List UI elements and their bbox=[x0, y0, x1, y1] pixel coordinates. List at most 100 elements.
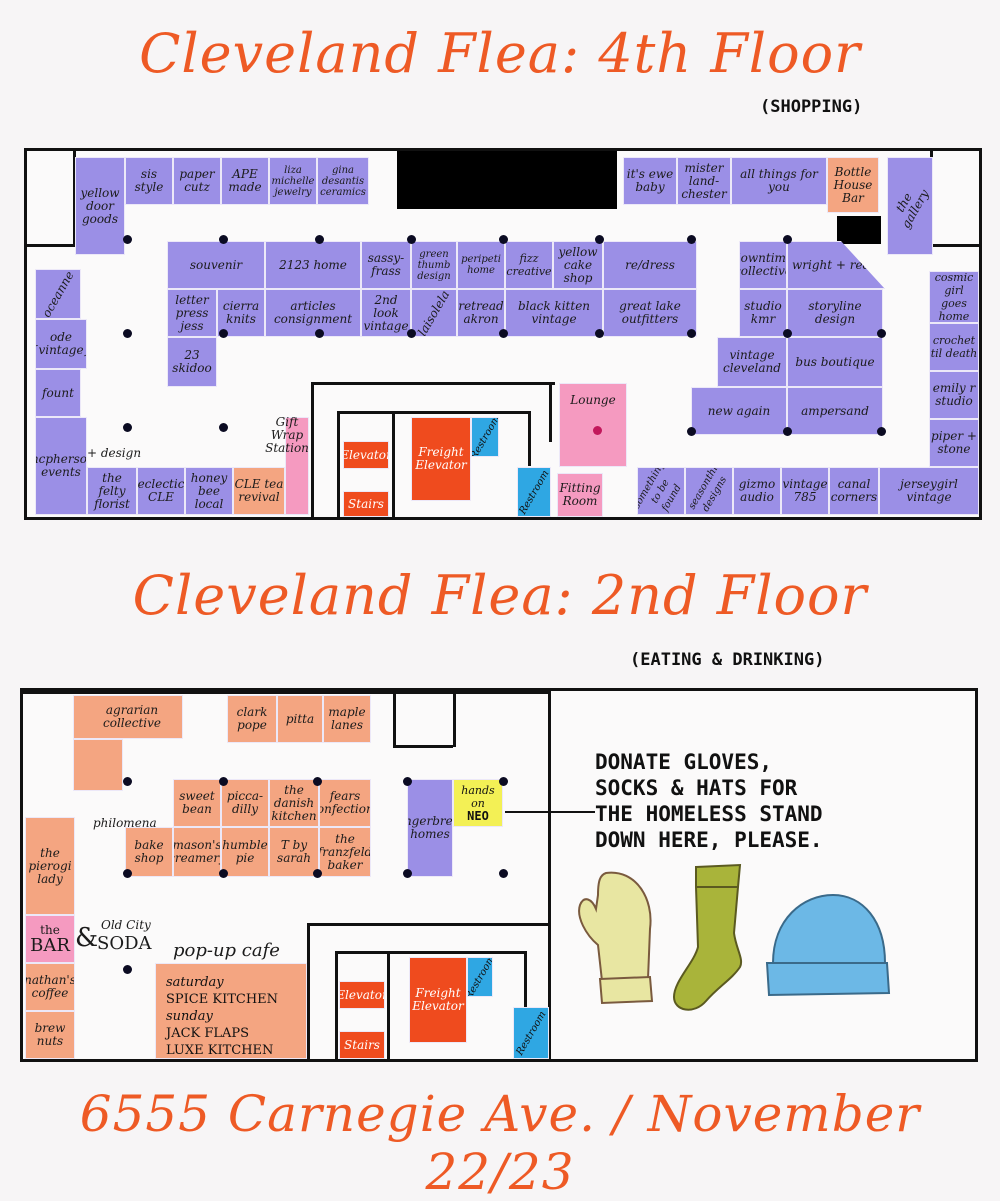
booth-sassy-frass[interactable]: sassy-frass bbox=[361, 241, 411, 289]
booth-bake-shop[interactable]: bake shop bbox=[125, 827, 173, 877]
restroom-4th-a[interactable]: Restroom bbox=[471, 417, 499, 457]
booth-articles-consignment[interactable]: articles consignment bbox=[265, 289, 361, 337]
booth-great-lake-outfitters[interactable]: great lake outfitters bbox=[603, 289, 697, 337]
booth-seasonthi-designs[interactable]: seasonthi designs bbox=[685, 467, 733, 515]
fitting-room[interactable]: Fitting Room bbox=[557, 473, 603, 517]
booth-honey-bee-local[interactable]: honey bee local bbox=[185, 467, 233, 515]
booth-piccadilly[interactable]: picca-dilly bbox=[221, 779, 269, 827]
booth-studio-kmr[interactable]: studio kmr bbox=[739, 289, 787, 337]
cafe-vendor-luxe-kitchen: LUXE KITCHEN bbox=[166, 1043, 274, 1058]
booth-t-by-sarah[interactable]: T by sarah bbox=[269, 827, 319, 877]
booth-the-pierogi-lady[interactable]: the pierogi lady bbox=[25, 817, 75, 915]
booth-green-thumb[interactable]: green thumb design bbox=[411, 241, 457, 289]
booth-yellow-door-goods[interactable]: yellow door goods bbox=[75, 157, 125, 255]
booth-black-kitten-vintage[interactable]: black kitten vintage bbox=[505, 289, 603, 337]
booth-agrarian-extension bbox=[73, 739, 123, 791]
booth-eclectic-cle[interactable]: eclectic CLE bbox=[137, 467, 185, 515]
label-gift-wrap-station: Gift Wrap Station bbox=[265, 415, 309, 455]
booth-sweet-bean[interactable]: sweet bean bbox=[173, 779, 221, 827]
pop-up-cafe[interactable]: saturday SPICE KITCHEN sunday JACK FLAPS… bbox=[155, 963, 307, 1059]
booth-jerseygirl-vintage[interactable]: jerseygirl vintage bbox=[879, 467, 979, 515]
booth-oceanne[interactable]: oceanne bbox=[35, 269, 81, 319]
booth-gina-desantis[interactable]: gina desantis ceramics bbox=[317, 157, 369, 205]
booth-cosmic-girl[interactable]: cosmic girl goes home bbox=[929, 271, 979, 323]
booth-ape-made[interactable]: APE made bbox=[221, 157, 269, 205]
booth-retread-akron[interactable]: retread akron bbox=[457, 289, 505, 337]
stairs-2nd[interactable]: Stairs bbox=[339, 1031, 385, 1059]
booth-fizz-creative[interactable]: fizz creative bbox=[505, 241, 553, 289]
booth-maple-lanes[interactable]: maple lanes bbox=[323, 695, 371, 743]
booth-yellow-cake-shop[interactable]: yellow cake shop bbox=[553, 241, 603, 289]
booth-piper-stone[interactable]: piper + stone bbox=[929, 419, 979, 467]
booth-pitta[interactable]: pitta bbox=[277, 695, 323, 743]
booth-storyline-design[interactable]: storyline design bbox=[787, 289, 883, 337]
stage-block bbox=[397, 151, 617, 209]
label-pop-up-cafe: pop-up cafe bbox=[173, 940, 280, 961]
elevator-4th[interactable]: Elevator bbox=[343, 441, 389, 469]
booth-gingerbread-homes[interactable]: gingerbread homes bbox=[407, 779, 453, 877]
booth-canal-corners[interactable]: canal corners bbox=[829, 467, 879, 515]
booth-ode-vintage[interactable]: ode {vintage} bbox=[35, 319, 87, 369]
restroom-2nd-a[interactable]: Restroom bbox=[467, 957, 493, 997]
booth-the-felty-florist[interactable]: the felty florist bbox=[87, 467, 137, 515]
booth-all-things-for-you[interactable]: all things for you bbox=[731, 157, 827, 205]
booth-2123-home[interactable]: 2123 home bbox=[265, 241, 361, 289]
booth-agrarian-collective[interactable]: agrarian collective bbox=[73, 695, 183, 739]
cafe-vendor-jack-flaps: JACK FLAPS bbox=[166, 1026, 250, 1041]
booth-vintage-cleveland[interactable]: vintage cleveland bbox=[717, 337, 787, 387]
booth-gizmo-audio[interactable]: gizmo audio bbox=[733, 467, 781, 515]
booth-re-dress[interactable]: re/dress bbox=[603, 241, 697, 289]
booth-bottle-house-bar[interactable]: Bottle House Bar bbox=[827, 157, 879, 213]
booth-the-danish-kitchen[interactable]: the danish kitchen bbox=[269, 779, 319, 827]
booth-its-ewe-baby[interactable]: it's ewe baby bbox=[623, 157, 677, 205]
booth-cle-tea-revival[interactable]: CLE tea revival bbox=[233, 467, 285, 515]
stairs-4th[interactable]: Stairs bbox=[343, 491, 389, 517]
booth-bus-boutique[interactable]: bus boutique bbox=[787, 337, 883, 387]
booth-new-again[interactable]: new again bbox=[691, 387, 787, 435]
lounge[interactable]: Lounge bbox=[559, 383, 627, 467]
booth-vintage-785[interactable]: vintage 785 bbox=[781, 467, 829, 515]
booth-souvenir[interactable]: souvenir bbox=[167, 241, 265, 289]
sock-icon bbox=[672, 863, 743, 1011]
booth-laisolela[interactable]: laisolela bbox=[411, 289, 457, 337]
booth-peripeti-home[interactable]: peripeti home bbox=[457, 241, 505, 289]
booth-mister-landchester[interactable]: mister land-chester bbox=[677, 157, 731, 205]
freight-elevator-2nd[interactable]: Freight Elevator bbox=[409, 957, 467, 1043]
booth-brew-nuts[interactable]: brew nuts bbox=[25, 1011, 75, 1059]
donate-note: DONATE GLOVES, SOCKS & HATS FOR THE HOME… bbox=[595, 750, 823, 852]
booth-downtime-collective[interactable]: downtime collective bbox=[739, 241, 787, 289]
booth-2nd-look-vintage[interactable]: 2nd look vintage bbox=[361, 289, 411, 337]
booth-the-gallery[interactable]: the gallery bbox=[887, 157, 933, 255]
booth-something-to-be-found[interactable]: something to be found bbox=[637, 467, 685, 515]
booth-clark-pope[interactable]: clark pope bbox=[227, 695, 277, 743]
booth-nathans-coffee[interactable]: nathan's coffee bbox=[25, 963, 75, 1011]
restroom-4th-b[interactable]: Restroom bbox=[517, 467, 551, 517]
booth-the-franzfeld-baker[interactable]: the franzfeld baker bbox=[319, 827, 371, 877]
cafe-day-sunday: sunday bbox=[166, 1009, 213, 1024]
gift-wrap-station[interactable] bbox=[285, 417, 309, 515]
booth-emily-r-studio[interactable]: emily r studio bbox=[929, 371, 979, 419]
booth-letter-press-jess[interactable]: letter press jess bbox=[167, 289, 217, 337]
cafe-vendor-spice-kitchen: SPICE KITCHEN bbox=[166, 992, 279, 1007]
booth-fount[interactable]: fount bbox=[35, 369, 81, 417]
mitten-icon bbox=[578, 871, 654, 1005]
booth-crochet-til-death[interactable]: crochet til death bbox=[929, 323, 979, 371]
booth-fears-confections[interactable]: fears confections bbox=[319, 779, 371, 827]
booth-wright-rede[interactable]: wright + rede bbox=[787, 241, 885, 289]
booth-humble-pie[interactable]: humble pie bbox=[221, 827, 269, 877]
booth-paper-cutz[interactable]: paper cutz bbox=[173, 157, 221, 205]
booth-masons-creamery[interactable]: mason's creamery bbox=[173, 827, 221, 877]
label-soda: SODA bbox=[97, 933, 152, 954]
booth-sis-style[interactable]: sis style bbox=[125, 157, 173, 205]
restroom-2nd-b[interactable]: Restroom bbox=[513, 1007, 549, 1059]
floor2-title: Cleveland Flea: 2nd Floor bbox=[132, 564, 868, 627]
booth-ampersand[interactable]: ampersand bbox=[787, 387, 883, 435]
elevator-2nd[interactable]: Elevator bbox=[339, 981, 385, 1009]
freight-elevator-4th[interactable]: Freight Elevator bbox=[411, 417, 471, 501]
booth-liza-michelle[interactable]: liza michelle jewelry bbox=[269, 157, 317, 205]
label-philomena: philomena bbox=[93, 816, 157, 830]
booth-23-skidoo[interactable]: 23 skidoo bbox=[167, 337, 217, 387]
booth-mcpherson-events[interactable]: mcpherson events bbox=[35, 417, 87, 515]
